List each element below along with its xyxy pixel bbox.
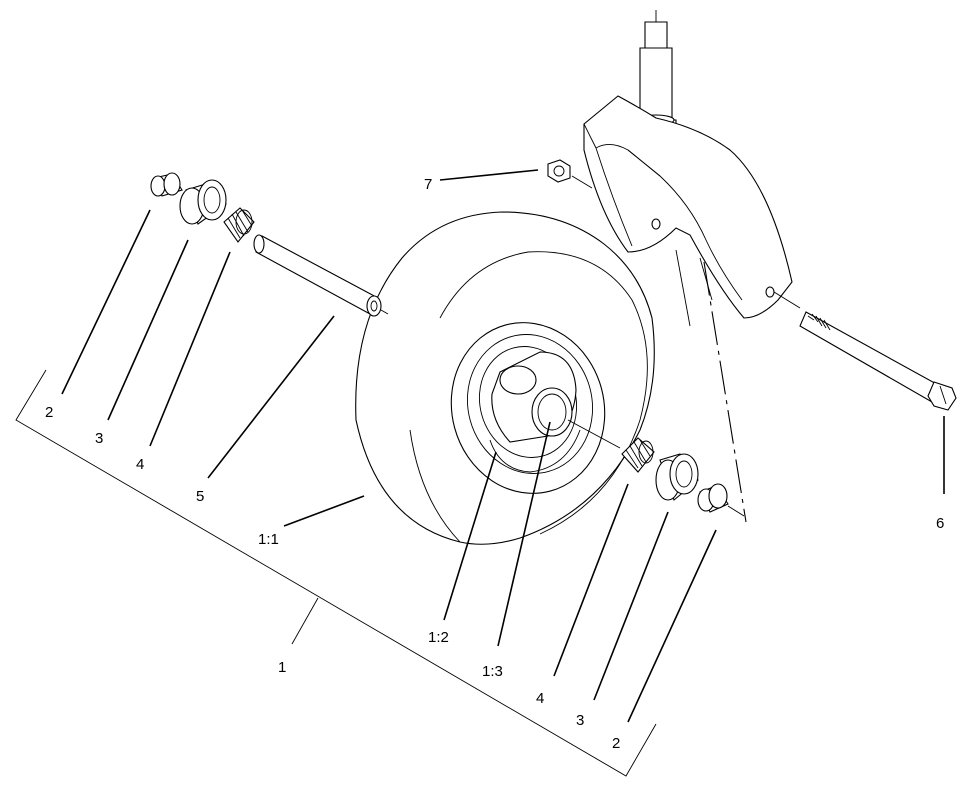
callout-3-left: 3 [95, 430, 103, 447]
caster-fork-icon [583, 10, 793, 327]
tapered-roller-bearing-icon [223, 207, 255, 243]
callout-1-3: 1:3 [482, 663, 503, 680]
leader-lines [61, 169, 945, 723]
nut-icon [547, 159, 593, 189]
seal-icon [655, 453, 699, 501]
callout-1: 1 [278, 659, 286, 676]
callout-2-left: 2 [45, 404, 53, 421]
bearing-spacer-icon [697, 483, 745, 517]
hub-bore-icon [491, 351, 621, 449]
axle-spacer-tube-icon [253, 234, 389, 317]
callout-6: 6 [936, 515, 944, 532]
seal-icon [179, 179, 227, 225]
tapered-roller-bearing-icon [621, 437, 655, 473]
callout-4-left: 4 [136, 456, 144, 473]
bolt-icon [773, 291, 957, 411]
callout-4-right: 4 [536, 690, 544, 707]
assembly-bracket [15, 369, 657, 777]
callout-5: 5 [196, 488, 204, 505]
bearing-spacer-icon [150, 172, 183, 197]
callout-1-1: 1:1 [258, 531, 279, 548]
callout-1-2: 1:2 [428, 629, 449, 646]
callout-2-right: 2 [612, 735, 620, 752]
callout-3-right: 3 [576, 712, 584, 729]
callout-7: 7 [424, 176, 432, 193]
